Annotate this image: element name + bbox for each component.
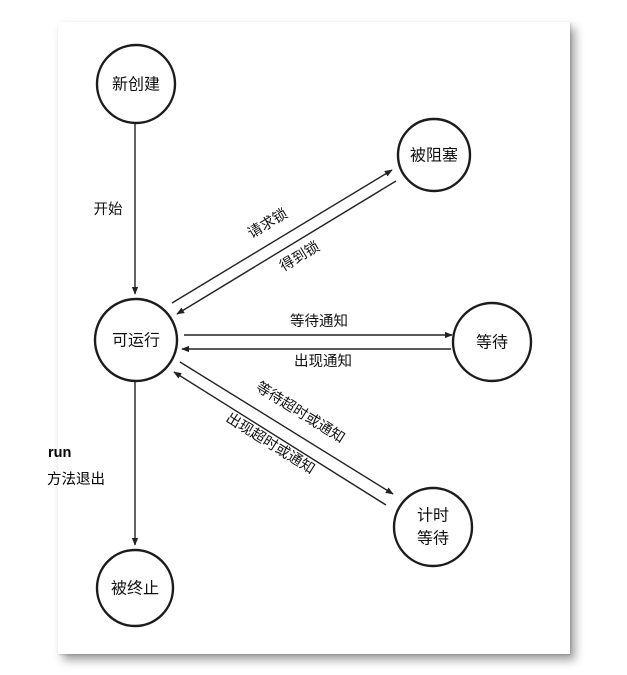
label-acquire-lock: 得到锁 (277, 238, 323, 275)
label-start: 开始 (94, 201, 123, 218)
node-waiting: 等待 (451, 301, 533, 383)
node-timed-waiting-label-line2: 等待 (417, 529, 449, 548)
label-request-lock: 请求锁 (245, 205, 291, 242)
node-runnable: 可运行 (93, 297, 179, 383)
edge-wait-timeout-or-notify (179, 361, 394, 495)
node-blocked: 被阻塞 (396, 117, 472, 193)
note-run: run (48, 445, 71, 461)
label-notify-occurs: 出现通知 (294, 353, 352, 370)
edge-acquire-lock (176, 180, 397, 315)
node-runnable-label: 可运行 (112, 331, 160, 350)
node-new: 新创建 (95, 43, 177, 125)
node-new-label: 新创建 (112, 75, 160, 94)
label-wait-for-notify: 等待通知 (290, 312, 348, 330)
node-timed-waiting-label-line1: 计时 (417, 506, 449, 525)
node-terminated: 被终止 (95, 548, 175, 628)
node-terminated-label: 被终止 (111, 579, 159, 598)
edge-timeout-or-notify-occurs (173, 371, 387, 506)
node-blocked-label: 被阻塞 (410, 146, 458, 165)
node-waiting-label: 等待 (476, 333, 508, 352)
node-timed-waiting: 计时 等待 (392, 486, 474, 568)
note-method-exit: 方法退出 (47, 471, 105, 488)
edge-request-lock (171, 169, 393, 304)
